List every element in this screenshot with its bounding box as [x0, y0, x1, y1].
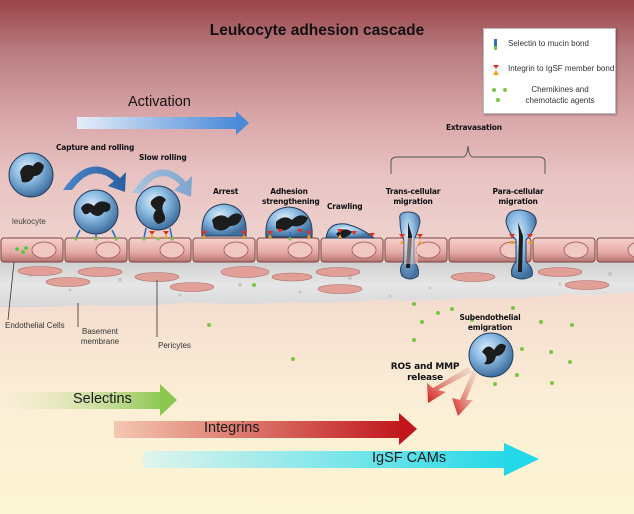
endothelial-nucleus: [31, 241, 57, 259]
basement-line1: Basement: [81, 327, 119, 336]
basement-texture: [28, 272, 612, 298]
ros-mmp-line2: release: [407, 373, 443, 383]
pericytes: [17, 266, 610, 294]
pericytes-label: Pericytes: [158, 341, 191, 350]
legend-label-selectin: Selectin to mucin bond: [508, 39, 589, 48]
stage-subendothelial-label: Subendothelial emigration: [457, 313, 523, 333]
leukocyte-crawling: [325, 223, 376, 239]
stage-transcellular-line2: migration: [393, 197, 433, 206]
endothelial-nucleus: [159, 241, 185, 259]
leukocyte-subendothelial: [468, 332, 514, 378]
endothelial-nucleus: [351, 241, 377, 259]
endothelial-pointer: [7, 261, 15, 321]
stage-adhesion-line1: Adhesion: [270, 187, 308, 196]
chemokine-dots-icon: [492, 88, 507, 102]
legend: Selectin to mucin bond Integrin to IgSF …: [483, 28, 616, 114]
stage-arrest-label: Arrest: [213, 187, 239, 196]
slow-rolling-arrow: [132, 169, 192, 197]
stage-paracellular-line2: migration: [498, 197, 538, 206]
leukocyte-transcellular: [399, 211, 421, 280]
stage-adhesion-label: Adhesion strengthening: [262, 187, 320, 207]
stage-extravasation-label: Extravasation: [446, 123, 502, 132]
endothelial-nucleus: [287, 241, 313, 259]
integrin-bonds: [149, 229, 533, 244]
stage-subendothelial-line2: emigration: [467, 323, 513, 332]
stage-capture-label: Capture and rolling: [56, 143, 135, 152]
ros-mmp-arrows: [427, 367, 477, 416]
basement-membrane-label: Basement membrane: [80, 327, 120, 347]
capture-rolling-arrow: [63, 166, 126, 192]
page-title: Leukocyte adhesion cascade: [209, 22, 425, 39]
leukocyte-slow-rolling: [135, 185, 181, 231]
endothelial-cells-label: Endothelial Cells: [5, 321, 65, 330]
integrin-igsf-bond-icon: [493, 65, 499, 75]
integrins-arrow: [114, 413, 417, 445]
basement-line2: membrane: [80, 337, 120, 346]
stage-paracellular-line1: Para-cellular: [492, 187, 544, 196]
endothelial-cell: [596, 237, 634, 263]
endothelial-chemokines: [15, 246, 28, 254]
stage-transcellular-line1: Trans-cellular: [385, 187, 441, 196]
stage-transcellular-label: Trans-cellular migration: [384, 187, 442, 207]
stage-slow-rolling-label: Slow rolling: [139, 153, 187, 162]
selectin-bonds: [74, 227, 292, 241]
leukocyte-arrest: [201, 203, 247, 237]
endothelial-layer: [0, 237, 634, 263]
igsf-cams-label: IgSF CAMs: [372, 450, 447, 466]
ros-mmp-label: ROS and MMP release: [388, 362, 462, 384]
endothelial-nucleus: [563, 241, 589, 259]
extravasation-bracket: [390, 145, 546, 174]
stage-adhesion-line2: strengthening: [262, 197, 320, 206]
leukocyte-adhesion: [265, 206, 313, 238]
selectins-arrow: [0, 384, 177, 416]
leukocyte-paracellular: [505, 209, 537, 280]
legend-label-chemokines-1: Chemikines and: [531, 85, 589, 94]
selectin-mucin-bond-icon: [494, 39, 497, 50]
endothelial-nucleus: [627, 242, 634, 258]
igsf-cams-arrow: [143, 443, 539, 476]
endothelial-nucleus: [95, 241, 121, 259]
endothelial-nucleus: [415, 241, 441, 259]
stage-crawling-label: Crawling: [327, 202, 363, 211]
chemokine-dots: [207, 283, 574, 386]
activation-arrow: [77, 111, 249, 135]
endothelial-nucleus: [223, 241, 249, 259]
leukocyte-capture: [73, 189, 119, 235]
legend-label-integrin: Integrin to IgSF member bond: [508, 64, 615, 73]
ros-mmp-line1: ROS and MMP: [390, 362, 460, 372]
activation-label: Activation: [128, 94, 191, 110]
integrins-label: Integrins: [204, 420, 260, 436]
legend-label-chemokines-2: chemotactic agents: [525, 96, 595, 105]
leukocyte-free: [8, 152, 54, 198]
selectins-label: Selectins: [73, 391, 132, 407]
leukocyte-label: leukocyte: [12, 217, 46, 226]
stage-paracellular-label: Para-cellular migration: [491, 187, 545, 207]
stage-subendothelial-line1: Subendothelial: [459, 313, 521, 322]
